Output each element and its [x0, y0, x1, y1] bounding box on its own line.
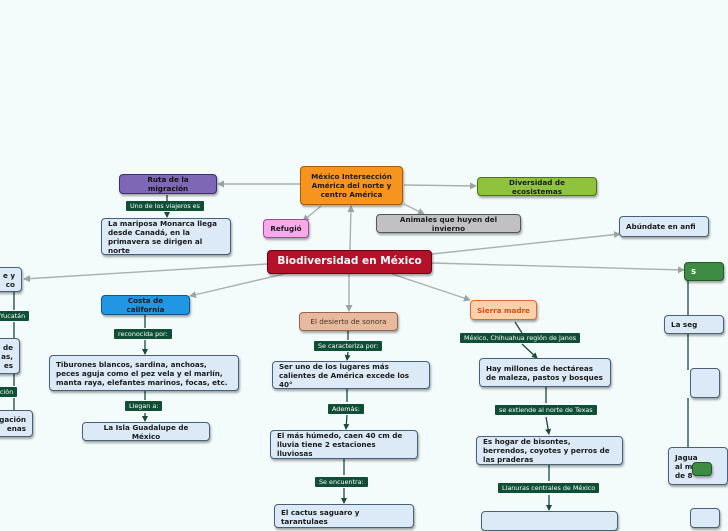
topic-right-partial-1[interactable]: S: [684, 262, 724, 281]
connector-label-se-encuentra[interactable]: Se encuentra:: [315, 477, 368, 487]
connector-label-ademas[interactable]: Además:: [328, 404, 364, 414]
topic-label: de as, es: [1, 342, 13, 370]
root-topic-biodiversidad[interactable]: Biodiversidad en México: [267, 250, 432, 274]
topic-desierto-sonora[interactable]: El desierto de sonora: [299, 312, 398, 331]
topic-label: Animales que huyen del invierno: [399, 214, 498, 233]
connector-label-reconocida[interactable]: reconocida por:: [114, 329, 172, 339]
connector-lines: [13, 180, 689, 511]
topic-label: Tiburones blancos, sardina, anchoas, pec…: [56, 359, 228, 387]
mind-map-canvas: Biodiversidad en México México Intersecc…: [0, 166, 728, 531]
topic-label: Sierra madre: [477, 305, 530, 315]
topic-mexico-interseccion[interactable]: México Intersección América del norte y …: [300, 166, 403, 205]
connector-label-se-caracteriza[interactable]: Se caracteriza por:: [314, 341, 383, 351]
connector-label-left-small[interactable]: ción: [0, 387, 18, 397]
topic-label: El cactus saguaro y tarantulaes: [281, 508, 360, 526]
topic-label: La Isla Guadalupe de México: [103, 422, 189, 441]
connector-label-uno-viajeros[interactable]: Uno de los viajeros es: [126, 201, 204, 211]
topic-ruta-migracion[interactable]: Ruta de la migración: [119, 174, 217, 194]
topic-label: La seg: [671, 320, 698, 329]
connector-label-llanuras[interactable]: Llanuras centrales de México: [498, 483, 600, 493]
topic-tiburones[interactable]: Tiburones blancos, sardina, anchoas, pec…: [49, 355, 239, 391]
topic-cactus[interactable]: El cactus saguaro y tarantulaes: [274, 504, 414, 528]
topic-label: Costa de california: [126, 296, 165, 314]
topic-right-partial-empty[interactable]: [690, 368, 720, 398]
topic-label: El más húmedo, caen 40 cm de lluvia tien…: [277, 431, 403, 458]
topic-label: Diversidad de ecosistemas: [509, 177, 565, 196]
topic-bisontes[interactable]: Es hogar de bisontes, berrendos, coyotes…: [476, 436, 623, 465]
topic-label: Abúndate en anfi: [626, 222, 696, 231]
topic-label: Ruta de la migración: [147, 175, 189, 193]
root-topic-label: Biodiversidad en México: [277, 255, 422, 268]
topic-label: México Intersección América del norte y …: [311, 172, 392, 199]
topic-label: gación enas: [0, 414, 26, 433]
topic-diversidad-ecosistemas[interactable]: Diversidad de ecosistemas: [477, 177, 597, 196]
topic-label: e y co: [2, 270, 15, 289]
topic-label: El desierto de sonora: [310, 317, 387, 326]
topic-label: S: [691, 267, 697, 276]
topic-mas-humedo[interactable]: El más húmedo, caen 40 cm de lluvia tien…: [270, 430, 418, 459]
topic-label: Es hogar de bisontes, berrendos, coyotes…: [483, 437, 610, 464]
topic-hectareas[interactable]: Hay millones de hectáreas de maleza, pas…: [479, 358, 611, 387]
topic-abundante[interactable]: Abúndate en anfi: [619, 216, 709, 237]
connector-label-chihuahua[interactable]: México, Chihuahua región de Janos: [460, 333, 581, 343]
connector-label-se-extiende[interactable]: se extiende al norte de Texas: [495, 405, 597, 415]
topic-right-partial-2[interactable]: La seg: [664, 315, 724, 334]
connector-label-yucatan[interactable]: Yucatán: [0, 311, 30, 321]
topic-isla-guadalupe[interactable]: La Isla Guadalupe de México: [82, 422, 210, 441]
topic-label: Refugió: [270, 224, 302, 233]
topic-label: La mariposa Monarca llega desde Canadá, …: [108, 218, 218, 255]
topic-right-partial-bottom[interactable]: [690, 508, 720, 528]
topic-left-partial-2[interactable]: de as, es: [0, 338, 20, 374]
topic-label: Jagua al me de 8: [675, 452, 698, 480]
topic-label: Hay millones de hectáreas de maleza, pas…: [486, 363, 603, 382]
topic-costa-california[interactable]: Costa de california: [101, 295, 190, 315]
topic-left-partial-3[interactable]: gación enas: [0, 410, 33, 437]
topic-right-partial-small[interactable]: [692, 462, 712, 476]
topic-sierra-partial[interactable]: [481, 511, 618, 531]
topic-sierra-madre[interactable]: Sierra madre: [470, 300, 537, 320]
topic-mariposa-monarca[interactable]: La mariposa Monarca llega desde Canadá, …: [101, 218, 231, 255]
topic-left-partial-1[interactable]: e y co: [0, 267, 22, 292]
topic-label: Ser uno de los lugares más calientes de …: [279, 361, 410, 389]
connector-label-llegan-a[interactable]: Llegan a:: [125, 401, 163, 411]
topic-refugio[interactable]: Refugió: [263, 219, 309, 238]
topic-lugares-calientes[interactable]: Ser uno de los lugares más calientes de …: [272, 361, 430, 389]
topic-animales-huyen[interactable]: Animales que huyen del invierno: [376, 214, 521, 233]
